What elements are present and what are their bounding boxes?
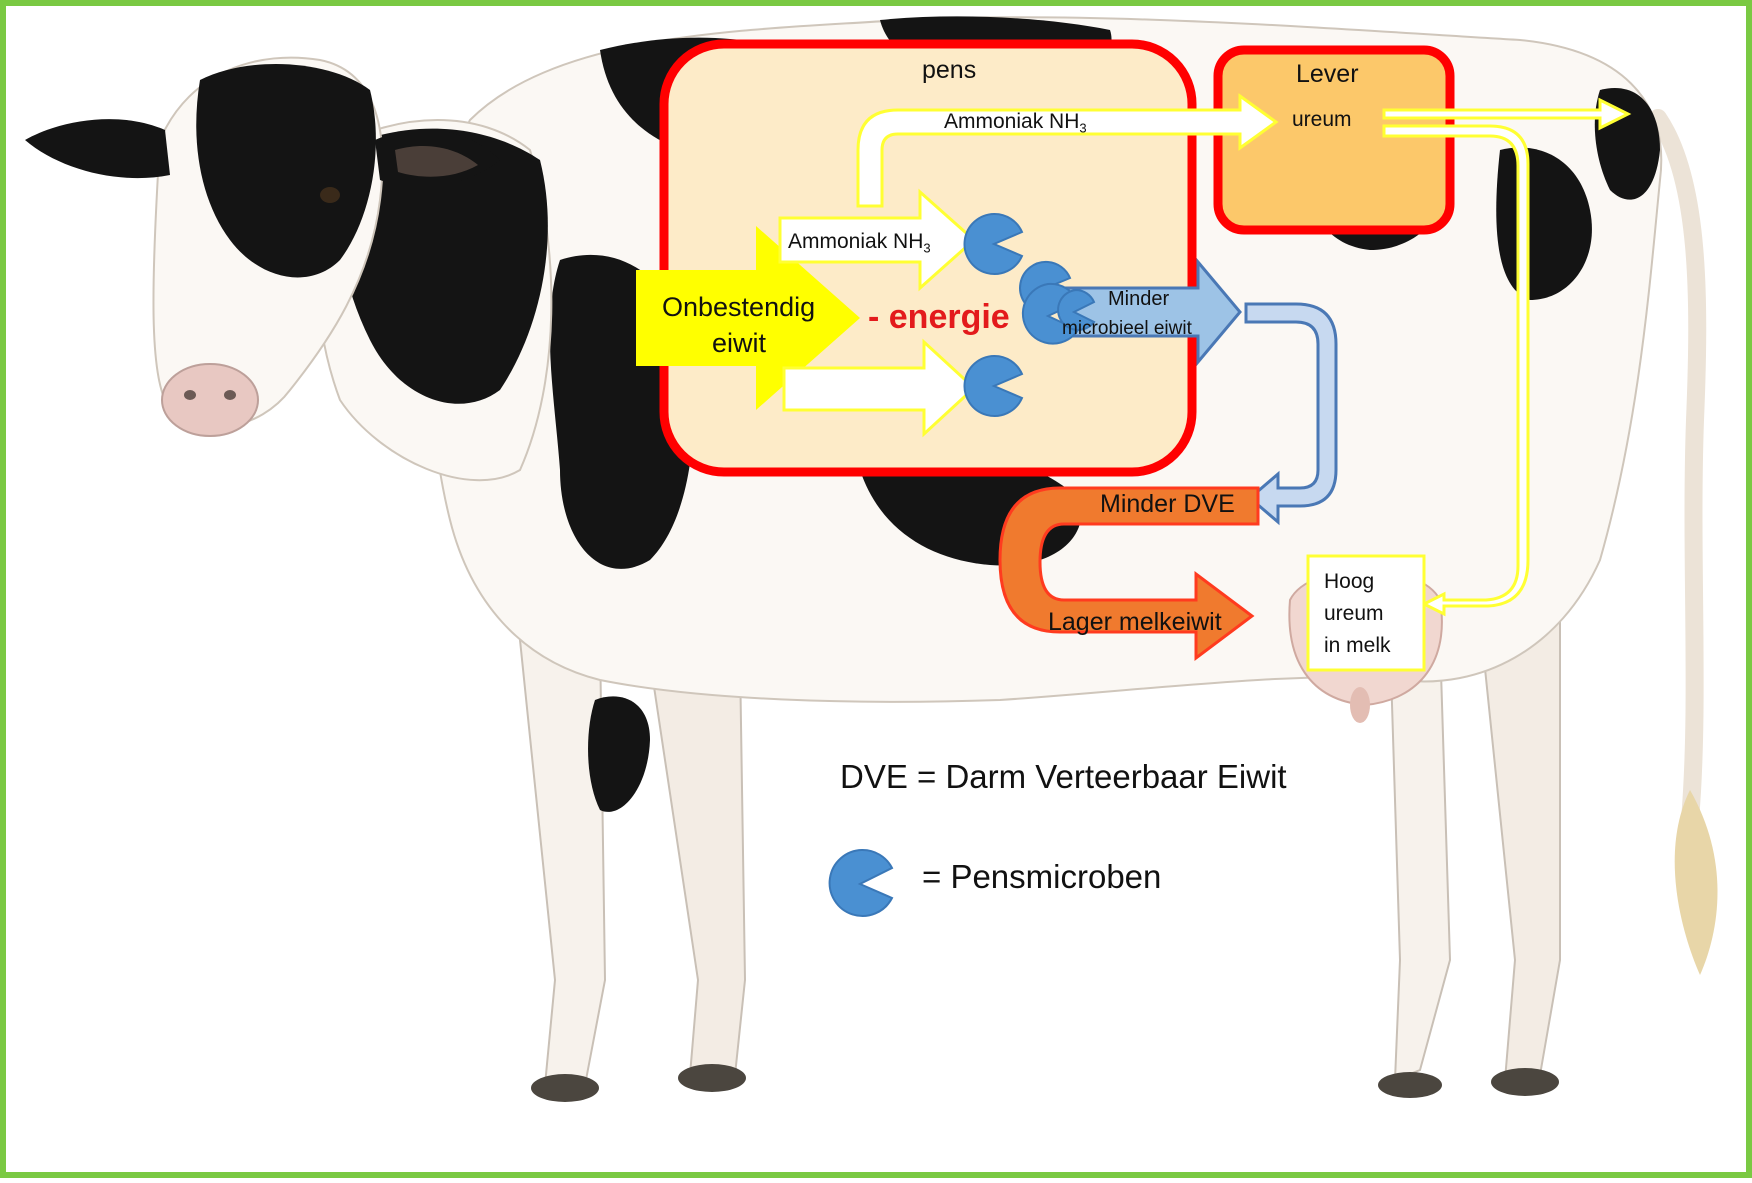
hoog-ureum-box xyxy=(1306,554,1426,672)
melkeiwit-arrow xyxy=(998,486,1260,661)
ammoniak-mid-label: Ammoniak NH3 xyxy=(788,230,931,256)
minder-dve-label: Minder DVE xyxy=(1100,490,1235,518)
ammoniak-mid-arrow xyxy=(778,188,977,292)
lever-ureum-label: ureum xyxy=(1292,108,1352,131)
minder-microbieel-arrow xyxy=(1060,257,1242,367)
ammoniak-top-arrow xyxy=(856,93,1279,208)
pens-title: pens xyxy=(922,56,977,84)
minder-microbieel-line2: microbieel eiwit xyxy=(1062,318,1192,339)
ureum-exit-arrow xyxy=(1382,97,1632,131)
microbe-icon xyxy=(1057,288,1096,331)
lager-melkeiwit-label: Lager melkeiwit xyxy=(1048,608,1222,636)
lever-box xyxy=(1213,45,1455,235)
minder-microbieel-line1: Minder xyxy=(1108,288,1170,310)
legend-microben-text: = Pensmicroben xyxy=(922,858,1162,895)
energie-flow-arrow xyxy=(782,338,977,438)
ureum-melk-arrow xyxy=(1382,124,1530,617)
hoog-ureum-line2: ureum xyxy=(1324,602,1384,625)
ammoniak-top-label: Ammoniak NH3 xyxy=(944,110,1087,136)
onbestendig-arrow xyxy=(636,226,860,410)
legend-dve-text: DVE = Darm Verteerbaar Eiwit xyxy=(840,758,1287,795)
hoog-ureum-line1: Hoog xyxy=(1324,570,1375,593)
energie-label: - energie xyxy=(868,298,1010,336)
legend-microbe-icon xyxy=(828,848,894,917)
hoog-ureum-line3: in melk xyxy=(1324,634,1391,657)
microbe-icon xyxy=(963,212,1024,275)
microbe-icon xyxy=(963,354,1024,417)
onbestendig-line2: eiwit xyxy=(712,328,767,358)
onbestendig-line1: Onbestendig xyxy=(662,292,816,322)
lever-title: Lever xyxy=(1296,60,1359,88)
